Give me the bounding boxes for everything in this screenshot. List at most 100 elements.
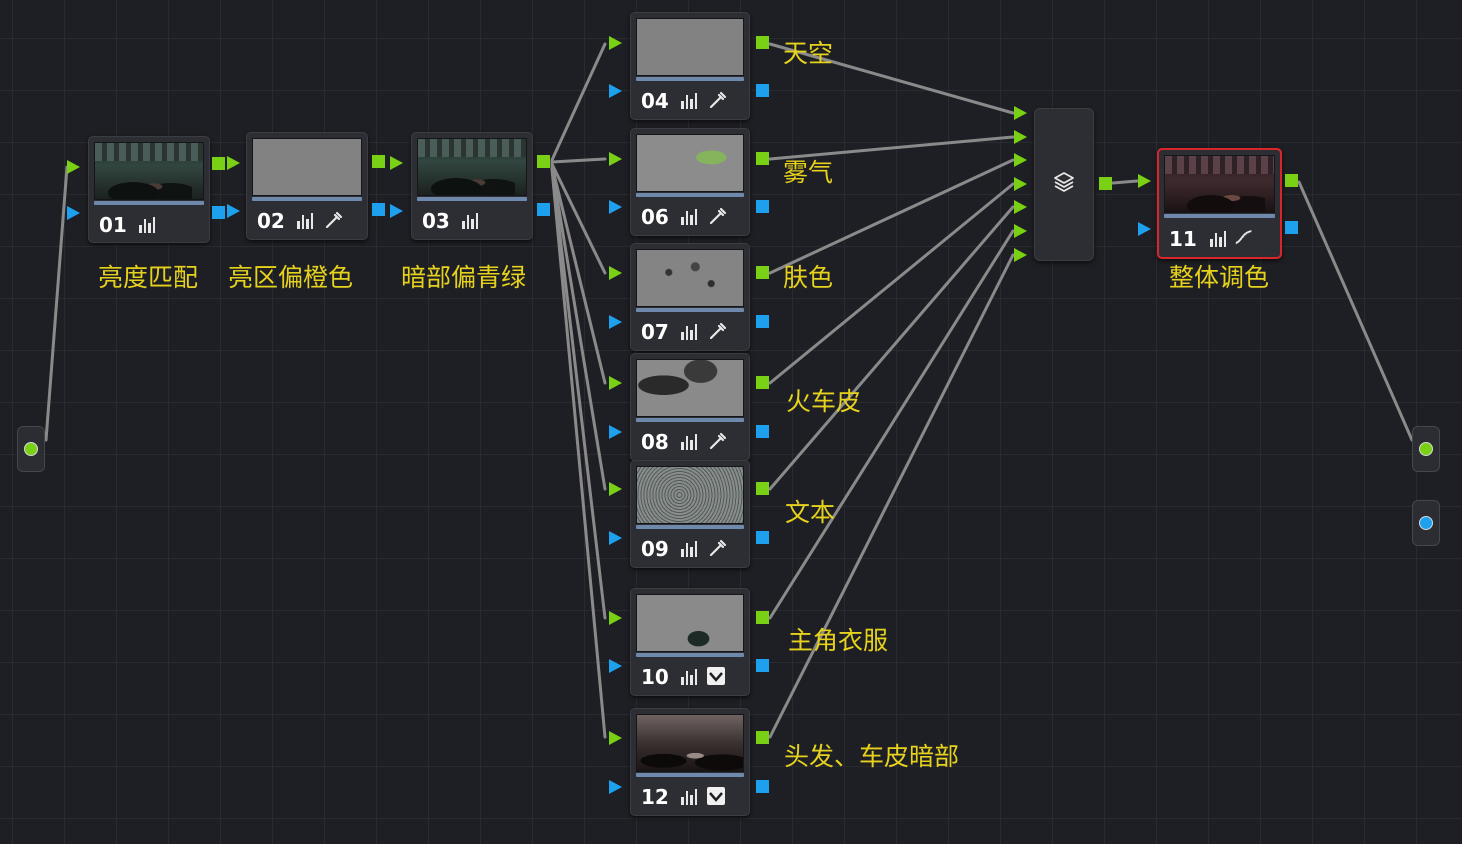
node-08[interactable]: 08: [630, 353, 750, 461]
node-07[interactable]: 07: [630, 243, 750, 351]
node-08-rgb-output[interactable]: [756, 376, 769, 389]
histogram-icon: [681, 541, 697, 557]
node-02-alpha-input[interactable]: [227, 204, 240, 218]
eyedropper-icon: [709, 539, 727, 557]
alpha-output[interactable]: [1412, 500, 1440, 546]
node-04-rgb-input[interactable]: [609, 36, 622, 50]
node-08-bar: [636, 418, 744, 422]
node-02-number: 02: [257, 209, 285, 233]
mixer-input-3[interactable]: [1014, 153, 1027, 167]
mixer-input-6[interactable]: [1014, 224, 1027, 238]
node-11-rgb-output[interactable]: [1285, 174, 1298, 187]
node-10-rgb-input[interactable]: [609, 611, 622, 625]
node-02-thumbnail: [252, 138, 362, 196]
node-09-thumbnail: [636, 466, 744, 524]
node-10-bar: [636, 653, 744, 657]
node-03-alpha-output[interactable]: [537, 203, 550, 216]
node-11-alpha-output[interactable]: [1285, 221, 1298, 234]
node-04-alpha-input[interactable]: [609, 84, 622, 98]
node-09[interactable]: 09: [630, 460, 750, 568]
rgb-output-dot[interactable]: [1419, 442, 1433, 456]
node-01-alpha-output[interactable]: [212, 206, 225, 219]
node-01-rgb-output[interactable]: [212, 157, 225, 170]
node-07-alpha-input[interactable]: [609, 315, 622, 329]
node-03-rgb-input[interactable]: [390, 156, 403, 170]
node-11-alpha-input[interactable]: [1138, 222, 1151, 236]
node-12[interactable]: 12: [630, 708, 750, 816]
node-03-alpha-input[interactable]: [390, 204, 403, 218]
node-04-label: 天空: [783, 39, 834, 68]
node-02-alpha-output[interactable]: [372, 203, 385, 216]
node-08-alpha-output[interactable]: [756, 425, 769, 438]
node-09-alpha-output[interactable]: [756, 531, 769, 544]
node-12-alpha-input[interactable]: [609, 780, 622, 794]
node-02[interactable]: 02: [246, 132, 368, 240]
node-06-thumbnail: [636, 134, 744, 192]
node-10-alpha-output[interactable]: [756, 659, 769, 672]
node-04-rgb-output[interactable]: [756, 36, 769, 49]
node-01-number: 01: [99, 213, 127, 237]
wire-03-to-09: [550, 165, 607, 491]
node-03-thumbnail: [417, 138, 527, 196]
histogram-icon: [139, 217, 155, 233]
node-09-number: 09: [641, 537, 669, 561]
node-06-alpha-output[interactable]: [756, 200, 769, 213]
node-01[interactable]: 01: [88, 136, 210, 243]
node-10-number: 10: [641, 665, 669, 689]
mixer-input-4[interactable]: [1014, 177, 1027, 191]
eyedropper-icon: [709, 91, 727, 109]
node-01-alpha-input[interactable]: [67, 206, 80, 220]
node-11-rgb-input[interactable]: [1138, 174, 1151, 188]
node-08-rgb-input[interactable]: [609, 376, 622, 390]
node-10-rgb-output[interactable]: [756, 611, 769, 624]
node-02-rgb-output[interactable]: [372, 155, 385, 168]
histogram-icon: [681, 434, 697, 450]
node-02-label: 亮区偏橙色: [228, 263, 354, 292]
wire-source-to-01: [44, 165, 69, 442]
mixer-input-5[interactable]: [1014, 200, 1027, 214]
mixer-input-2[interactable]: [1014, 130, 1027, 144]
histogram-icon: [297, 213, 313, 229]
node-03[interactable]: 03: [411, 132, 533, 240]
node-01-bar: [94, 201, 204, 205]
node-12-alpha-output[interactable]: [756, 780, 769, 793]
node-12-rgb-output[interactable]: [756, 731, 769, 744]
layer-mixer-node[interactable]: [1034, 108, 1094, 261]
node-08-alpha-input[interactable]: [609, 425, 622, 439]
rgb-output[interactable]: [1412, 426, 1440, 472]
node-04-alpha-output[interactable]: [756, 84, 769, 97]
node-02-rgb-input[interactable]: [227, 156, 240, 170]
node-10-thumbnail: [636, 594, 744, 652]
node-09-rgb-input[interactable]: [609, 482, 622, 496]
source-input[interactable]: [17, 426, 45, 472]
node-03-rgb-output[interactable]: [537, 155, 550, 168]
node-09-alpha-input[interactable]: [609, 531, 622, 545]
rgb-source-dot[interactable]: [24, 442, 38, 456]
node-07-rgb-input[interactable]: [609, 266, 622, 280]
mixer-input-1[interactable]: [1014, 106, 1027, 120]
node-06-rgb-input[interactable]: [609, 152, 622, 166]
node-06-rgb-output[interactable]: [756, 152, 769, 165]
mixer-output[interactable]: [1099, 177, 1112, 190]
node-12-label: 头发、车皮暗部: [784, 742, 960, 771]
alpha-output-dot[interactable]: [1419, 516, 1433, 530]
node-09-rgb-output[interactable]: [756, 482, 769, 495]
node-04[interactable]: 04: [630, 12, 750, 120]
node-07-alpha-output[interactable]: [756, 315, 769, 328]
node-08-thumbnail: [636, 359, 744, 417]
node-12-rgb-input[interactable]: [609, 731, 622, 745]
wire-12-to-mixer: [768, 253, 1015, 739]
mixer-input-7[interactable]: [1014, 248, 1027, 262]
layers-icon: [1054, 172, 1074, 192]
wire-09-to-mixer: [768, 205, 1015, 491]
node-06[interactable]: 06: [630, 128, 750, 236]
node-06-alpha-input[interactable]: [609, 200, 622, 214]
node-11[interactable]: 11: [1157, 148, 1282, 259]
node-07-rgb-output[interactable]: [756, 266, 769, 279]
node-07-number: 07: [641, 320, 669, 344]
node-10[interactable]: 10: [630, 588, 750, 696]
node-10-alpha-input[interactable]: [609, 659, 622, 673]
node-01-rgb-input[interactable]: [67, 160, 80, 174]
eyedropper-icon: [325, 211, 343, 229]
node-06-label: 雾气: [783, 158, 834, 187]
